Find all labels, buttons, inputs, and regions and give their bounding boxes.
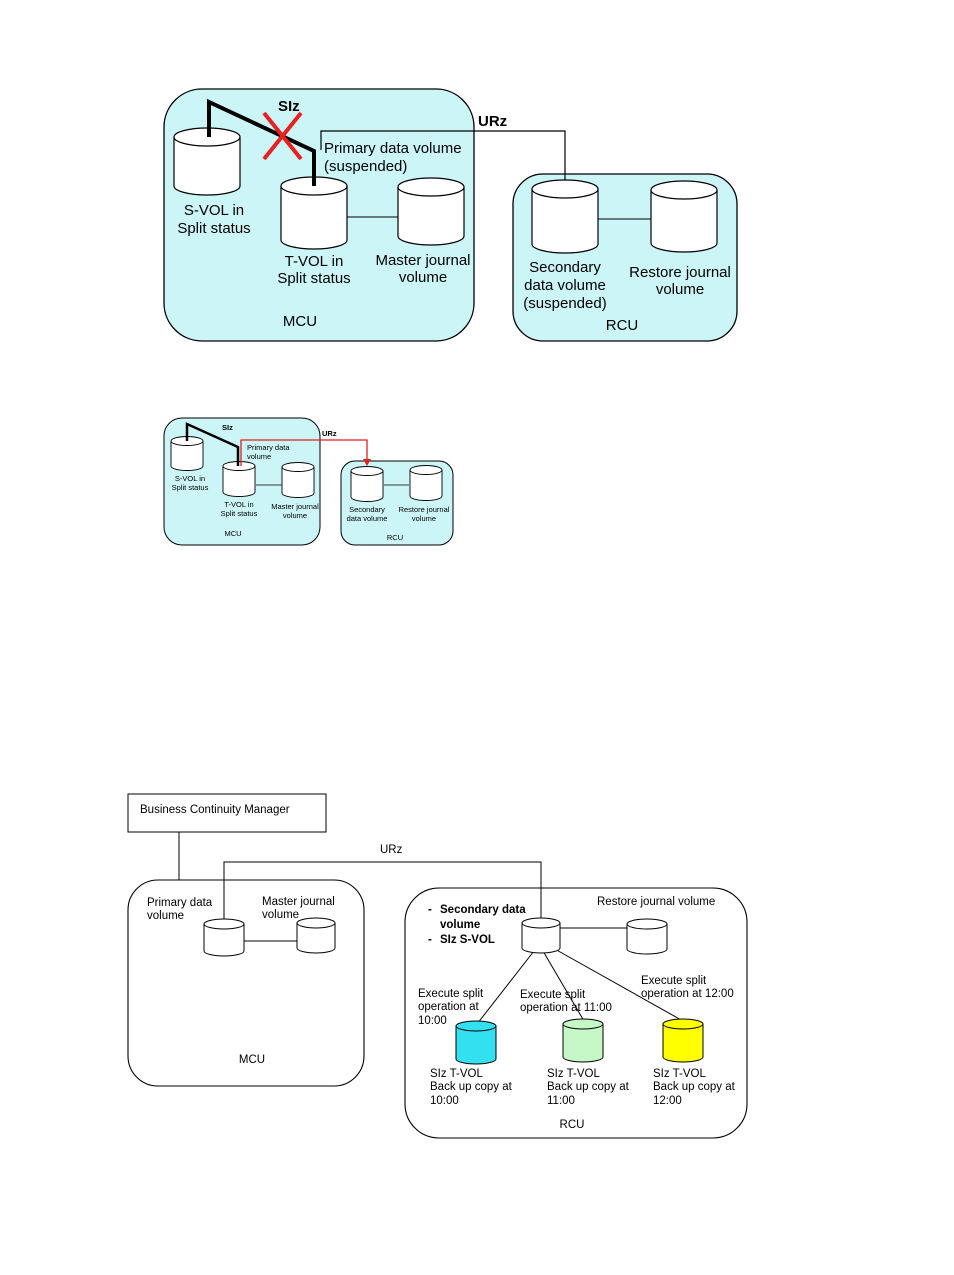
secondary-volume-label-2: data volume: [524, 277, 606, 294]
urz-link-line: [320, 130, 566, 187]
restore-journal-cylinder-bcm: [626, 918, 668, 955]
restore-journal-label-small-2: volume: [412, 514, 436, 523]
master-journal-label-bcm-1: Master journal: [262, 896, 335, 908]
mcu-label-bcm: MCU: [239, 1054, 265, 1066]
tvol-label-small-2: Split status: [221, 509, 258, 518]
urz-label-small: URz: [322, 429, 337, 438]
rcu-label-bcm: RCU: [560, 1119, 585, 1131]
primary-volume-label-bcm-1: Primary data: [147, 897, 213, 909]
siz-svol-label: SIz S-VOL: [440, 934, 495, 946]
master-journal-label-2: volume: [399, 269, 447, 286]
secondary-volume-label-small-1: Secondary: [349, 505, 385, 514]
svol-cylinder-small: [170, 436, 204, 471]
svol-label-1: S-VOL in: [184, 202, 244, 219]
tvol-cylinder-small: [222, 461, 256, 497]
siz-label-small: SIz: [222, 423, 233, 432]
exec-1000-label-1: Execute split: [418, 988, 484, 1000]
master-journal-cylinder: [397, 177, 465, 246]
restore-journal-label-bcm: Restore journal volume: [597, 896, 715, 908]
tvol-1000-label-3: 10:00: [430, 1095, 459, 1107]
master-journal-label-small-1: Master journal: [271, 502, 319, 511]
bullet-dash-1: -: [428, 904, 432, 916]
svol-cylinder: [173, 127, 241, 196]
secondary-volume-label-small-2: data volume: [347, 514, 388, 523]
primary-volume-label-2: (suspended): [324, 158, 407, 175]
mcu-label-small: MCU: [224, 529, 241, 538]
tvol-1000-cylinder: [455, 1020, 497, 1065]
master-journal-label-small-2: volume: [283, 511, 307, 520]
diagram-3-bcm-backups: Business Continuity Manager: [127, 793, 748, 1139]
exec-1200-label-2: operation at 12:00: [641, 988, 734, 1000]
exec-1000-label-2: operation at: [418, 1001, 480, 1013]
urz-label: URz: [478, 113, 507, 130]
tvol-label-2: Split status: [277, 270, 350, 287]
bcm-label: Business Continuity Manager: [140, 804, 290, 816]
suspended-cross-icon: [262, 111, 303, 161]
tvol-1100-label-2: Back up copy at: [547, 1081, 630, 1093]
tvol-1100-cylinder: [562, 1018, 604, 1063]
rcu-label: RCU: [606, 317, 639, 334]
secondary-volume-cylinder: [531, 179, 599, 254]
restore-journal-label-small-1: Restore journal: [399, 505, 450, 514]
urz-label-bcm: URz: [380, 844, 403, 856]
tvol-1200-label-3: 12:00: [653, 1095, 682, 1107]
exec-1000-label-3: 10:00: [418, 1015, 447, 1027]
tvol-1000-label-2: Back up copy at: [430, 1081, 513, 1093]
rcu-label-small: RCU: [387, 533, 403, 542]
primary-volume-label-bcm-2: volume: [147, 910, 184, 922]
secondary-volume-label-bcm-2: volume: [440, 919, 480, 931]
siz-pair-line-small: [185, 422, 240, 466]
primary-volume-label-small-2: volume: [247, 452, 271, 461]
secondary-volume-label-3: (suspended): [523, 295, 606, 312]
secondary-volume-label-bcm-1: Secondary data: [440, 904, 526, 916]
restore-journal-label-1: Restore journal: [629, 264, 731, 281]
secondary-volume-cylinder-small: [350, 466, 384, 502]
restore-journal-label-2: volume: [656, 281, 704, 298]
secondary-volume-label-1: Secondary: [529, 259, 601, 276]
urz-resync-arrow: [240, 439, 371, 466]
mcu-label: MCU: [283, 313, 317, 330]
primary-volume-label-small-1: Primary data: [247, 443, 290, 452]
master-journal-label-1: Master journal: [375, 252, 470, 269]
svol-label-2: Split status: [177, 220, 250, 237]
diagram-2-resynced: SIz URz Primary data volume S-VOL in Spl…: [163, 417, 454, 546]
tvol-1200-label-1: SIz T-VOL: [653, 1068, 706, 1080]
urz-link-line-bcm: [223, 861, 542, 921]
secondary-volume-cylinder-bcm: [521, 917, 561, 954]
tvol-label-small-1: T-VOL in: [224, 500, 253, 509]
restore-journal-cylinder: [650, 180, 718, 253]
split-line-1200: [552, 947, 684, 1022]
tvol-1200-cylinder: [662, 1018, 704, 1063]
exec-1100-label-1: Execute split: [520, 989, 586, 1001]
primary-volume-cylinder-bcm: [203, 918, 245, 957]
tvol-1100-label-3: 11:00: [547, 1095, 575, 1107]
exec-1200-label-1: Execute split: [641, 975, 707, 987]
master-journal-cylinder-small: [281, 462, 315, 498]
svol-label-small-2: Split status: [172, 483, 209, 492]
siz-pair-line: [207, 98, 316, 186]
bullet-dash-2: -: [428, 934, 432, 946]
diagram-1-suspended: SIz URz Primary data volume (suspended) …: [163, 88, 738, 342]
split-line-1000: [476, 950, 535, 1025]
master-journal-cylinder-bcm: [296, 917, 336, 954]
bcm-box: [127, 793, 327, 833]
restore-journal-cylinder-small: [409, 465, 443, 501]
split-line-1100: [542, 950, 585, 1022]
primary-volume-label-1: Primary data volume: [324, 140, 462, 157]
siz-label: SIz: [278, 98, 300, 115]
exec-1100-label-2: operation at 11:00: [520, 1002, 612, 1014]
master-journal-label-bcm-2: volume: [262, 909, 299, 921]
tvol-1000-label-1: SIz T-VOL: [430, 1068, 483, 1080]
tvol-label-1: T-VOL in: [285, 253, 344, 270]
tvol-1200-label-2: Back up copy at: [653, 1081, 736, 1093]
tvol-cylinder: [280, 176, 348, 250]
tvol-1100-label-1: SIz T-VOL: [547, 1068, 600, 1080]
svol-label-small-1: S-VOL in: [175, 474, 205, 483]
